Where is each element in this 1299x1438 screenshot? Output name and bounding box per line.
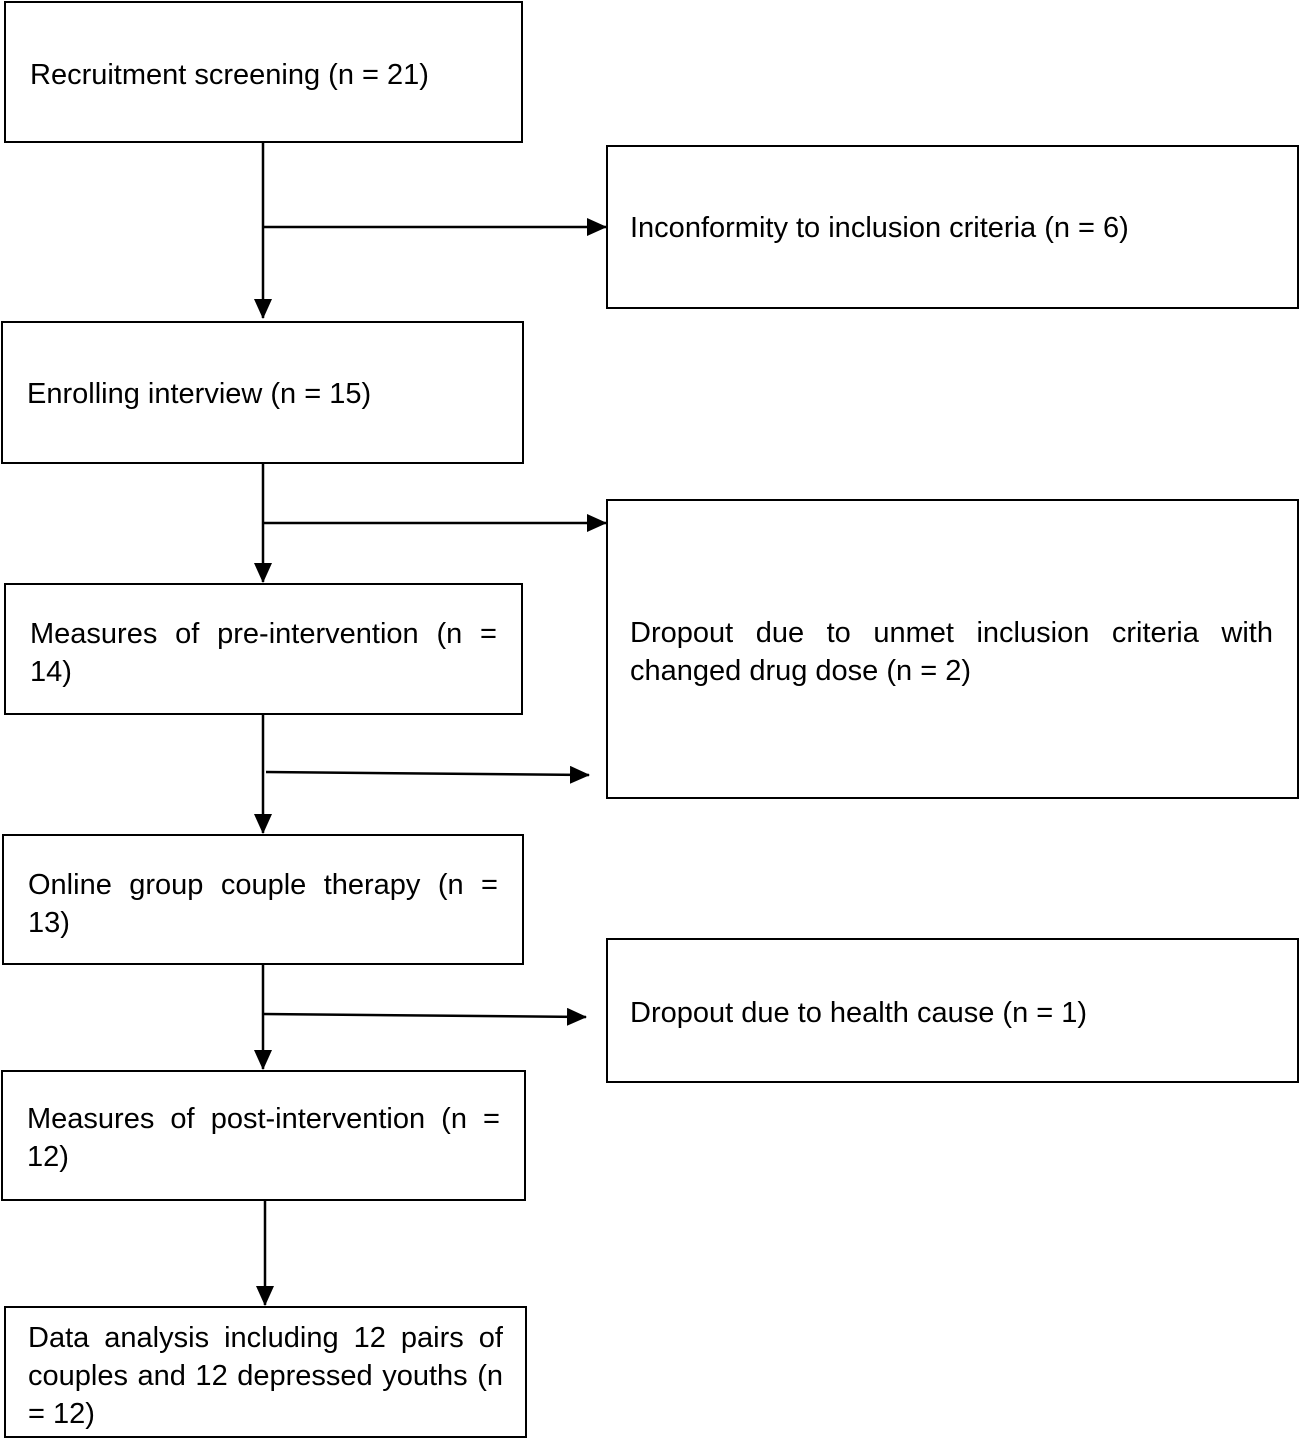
enrolling-interview-text: Enrolling interview (n = 15) <box>27 378 372 410</box>
recruitment-screening-text: Recruitment screening (n = 21) <box>30 59 429 91</box>
online-therapy-text: Online group couple therapy (n = 13) <box>28 869 498 939</box>
dropout-drug-box: Dropout due to unmet inclusion criteria … <box>606 499 1299 799</box>
dropout-drug-text: Dropout due to unmet inclusion criteria … <box>630 617 1273 687</box>
online-therapy-box: Online group couple therapy (n = 13) <box>2 834 524 965</box>
dropout-health-text: Dropout due to health cause (n = 1) <box>630 997 1088 1029</box>
data-analysis-text: Data analysis including 12 pairs of coup… <box>28 1322 503 1430</box>
recruitment-screening-box: Recruitment screening (n = 21) <box>4 1 523 143</box>
dropout-health-box: Dropout due to health cause (n = 1) <box>606 938 1299 1083</box>
pre-intervention-text: Measures of pre-intervention (n = 14) <box>30 618 497 688</box>
enrolling-interview-box: Enrolling interview (n = 15) <box>1 321 524 464</box>
post-intervention-text: Measures of post-intervention (n = 12) <box>27 1103 500 1173</box>
pre-intervention-box: Measures of pre-intervention (n = 14) <box>4 583 523 715</box>
arrow-to-dropout-health <box>262 1007 587 1026</box>
data-analysis-box: Data analysis including 12 pairs of coup… <box>4 1306 527 1438</box>
arrow-from-pre-to-dropout <box>265 765 590 784</box>
inconformity-text: Inconformity to inclusion criteria (n = … <box>630 212 1129 244</box>
inconformity-box: Inconformity to inclusion criteria (n = … <box>606 145 1299 309</box>
post-intervention-box: Measures of post-intervention (n = 12) <box>1 1070 526 1201</box>
